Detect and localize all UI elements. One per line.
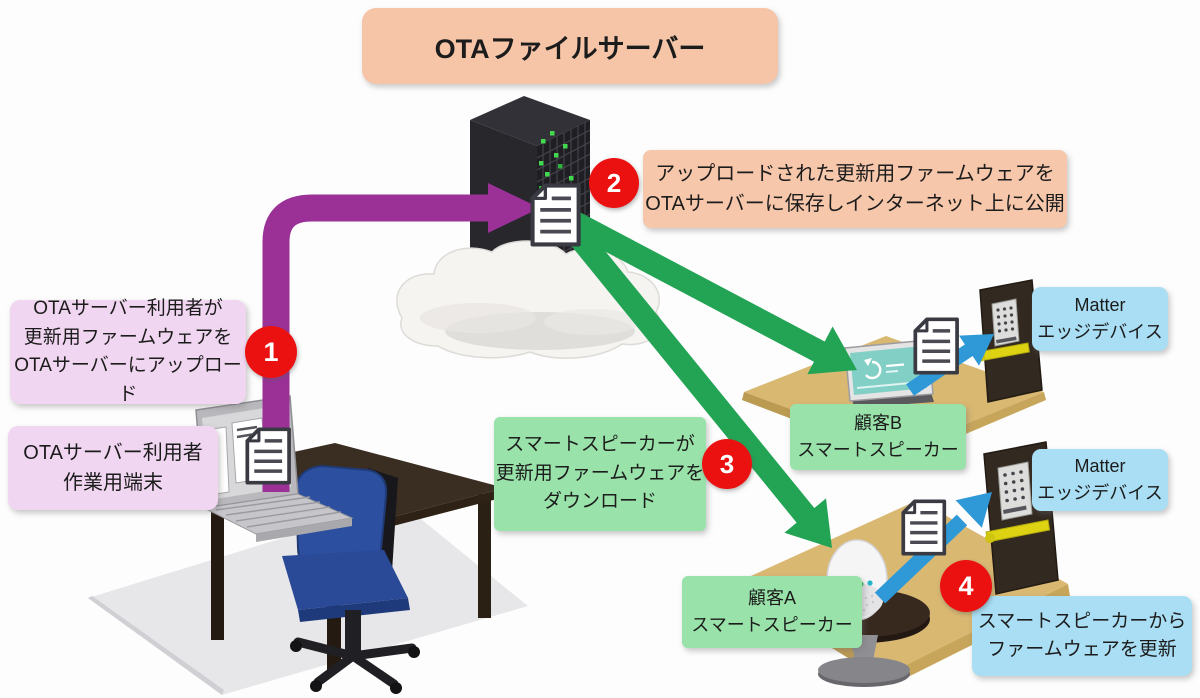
customer-a-label: 顧客A スマートスピーカー [682, 576, 862, 648]
page-title-text: OTAファイルサーバー [434, 33, 706, 64]
step1-line1: OTAサーバー利用者が [33, 298, 223, 319]
step2-note: アップロードされた更新用ファームウェアを OTAサーバーに保存しインターネット上… [643, 150, 1067, 228]
workstation-label-line1: OTAサーバー利用者 [23, 442, 203, 464]
customer-b-label: 顧客B スマートスピーカー [790, 404, 966, 470]
customer-b-line2: スマートスピーカー [797, 440, 959, 460]
step4-badge-number: 4 [958, 570, 974, 601]
download-arrow-b [568, 211, 857, 375]
step2-line2: OTAサーバーに保存しインターネット上に公開 [645, 193, 1065, 215]
page-title: OTAファイルサーバー [362, 8, 778, 84]
update-arrow-a [874, 492, 992, 604]
document-icon [913, 317, 959, 375]
upload-arrow [262, 183, 540, 492]
matter-edge-b-label: Matter エッジデバイス [1032, 287, 1168, 351]
step1-badge-number: 1 [263, 336, 279, 367]
matter-edge-a-line2: エッジデバイス [1037, 483, 1163, 503]
step4-note: スマートスピーカーから ファームウェアを更新 [972, 596, 1192, 676]
customer-b-line1: 顧客B [853, 413, 902, 433]
document-icon [901, 499, 947, 556]
step2-badge-number: 2 [606, 167, 622, 198]
workstation-label-line2: 作業用端末 [63, 472, 163, 494]
step3-line1: スマートスピーカーが [505, 434, 695, 456]
step3-line3: ダウンロード [542, 491, 657, 513]
matter-edge-a-label: Matter エッジデバイス [1032, 449, 1168, 511]
step4-line2: ファームウェアを更新 [987, 639, 1177, 660]
matter-edge-a-line1: Matter [1074, 456, 1126, 476]
workstation-label: OTAサーバー利用者 作業用端末 [8, 426, 218, 510]
step3-note: スマートスピーカーが 更新用ファームウェアを ダウンロード [494, 417, 706, 531]
document-icon [533, 186, 579, 245]
customer-a-line1: 顧客A [747, 588, 796, 608]
matter-edge-b-line1: Matter [1074, 295, 1126, 315]
step2-line1: アップロードされた更新用ファームウェアを [655, 163, 1055, 185]
step4-line1: スマートスピーカーから [977, 610, 1187, 632]
step1-line2: 更新用ファームウェアを [23, 326, 233, 348]
step3-badge: 3 [702, 439, 752, 489]
step1-line3: OTAサーバーにアップロード [14, 355, 242, 405]
step3-badge-number: 3 [719, 448, 735, 479]
step3-line2: 更新用ファームウェアを [495, 462, 705, 484]
download-arrow-a [561, 218, 832, 548]
step1-badge: 1 [245, 326, 297, 378]
office-chair-icon [282, 464, 420, 694]
step4-badge: 4 [940, 560, 992, 612]
step1-note: OTAサーバー利用者が 更新用ファームウェアを OTAサーバーにアップロード [10, 298, 246, 405]
door-lock-icon-b [976, 279, 1043, 403]
document-icon [245, 427, 291, 485]
matter-edge-b-line2: エッジデバイス [1037, 322, 1163, 342]
step2-badge: 2 [589, 158, 639, 208]
customer-a-line2: スマートスピーカー [691, 615, 853, 635]
